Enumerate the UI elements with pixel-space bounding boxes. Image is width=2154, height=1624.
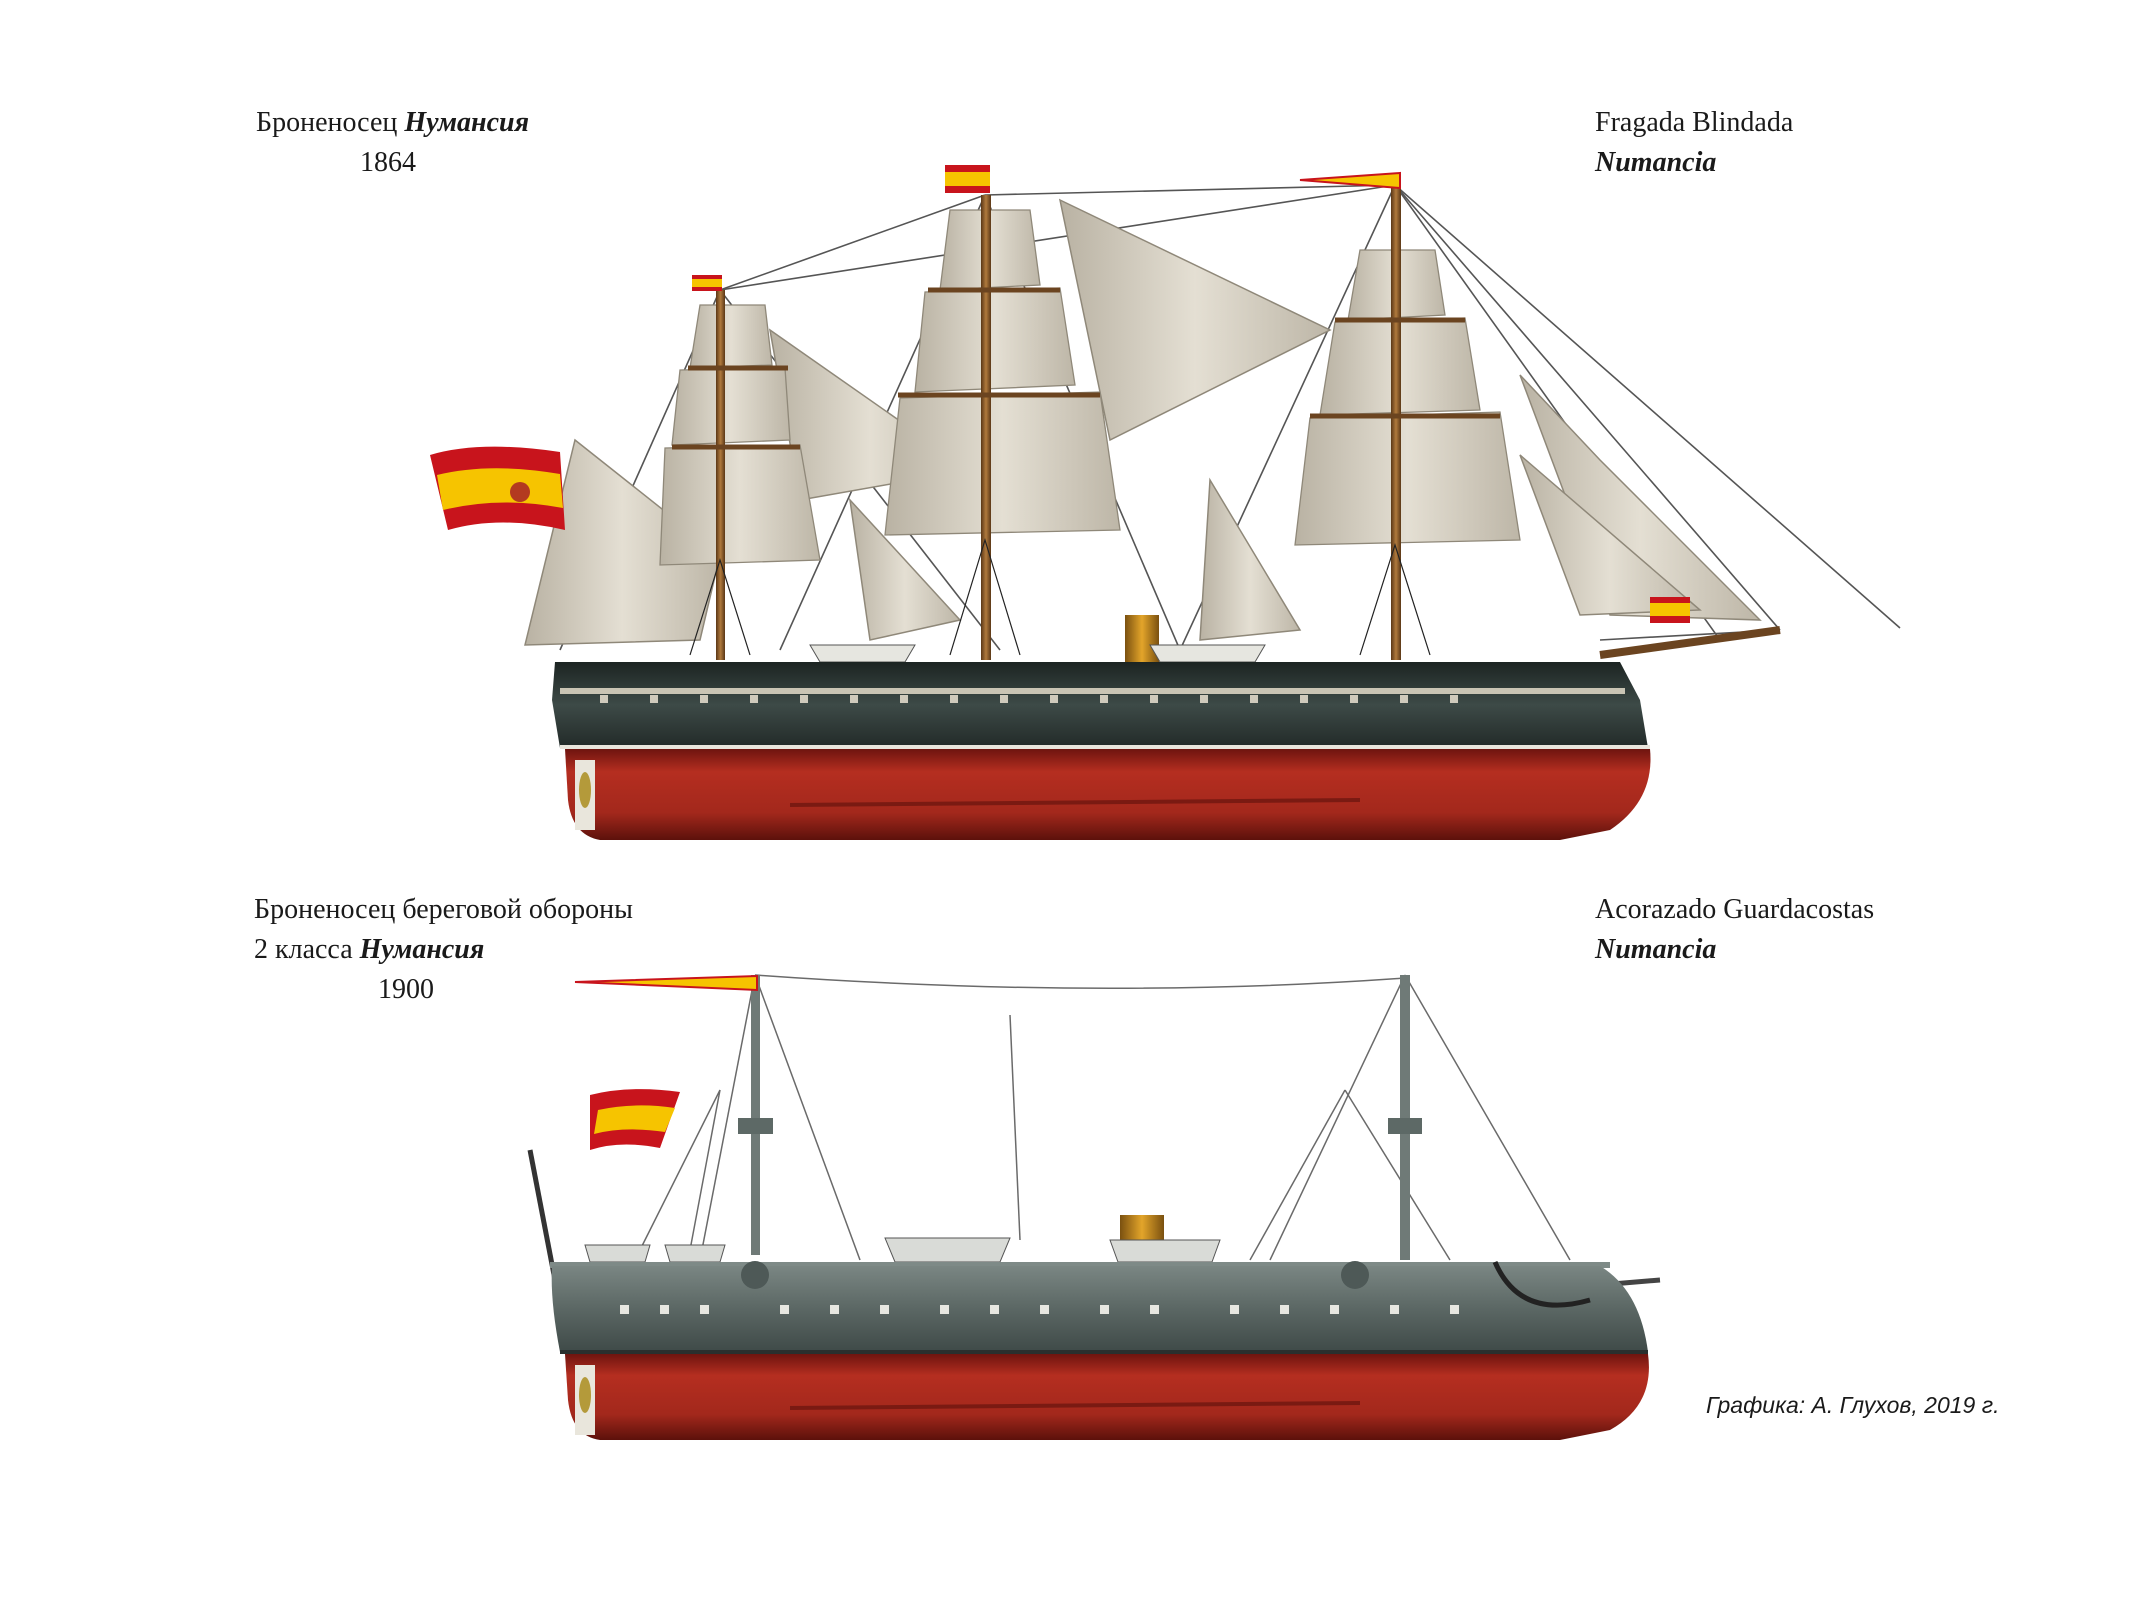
top-boat-aft	[809, 644, 916, 663]
top-ru-year: 1864	[360, 147, 416, 178]
bottom-gun-sponson-aft	[741, 1261, 769, 1289]
top-funnel	[1125, 615, 1159, 667]
bottom-fore-mast	[1400, 975, 1410, 1260]
top-mizzen-sails	[659, 304, 821, 566]
top-boat-fore	[1149, 644, 1266, 663]
top-fore-sails	[1294, 249, 1521, 546]
bottom-stern-staff	[527, 1149, 558, 1281]
top-ru-caption: Броненосец Нумансия	[256, 103, 529, 143]
bottom-main-mast	[751, 975, 760, 1255]
top-es-caption-line1: Fragada Blindada	[1595, 107, 1794, 138]
bottom-fore-fighting-top	[1388, 1118, 1422, 1134]
bottom-pennant-icon	[574, 974, 758, 992]
bottom-ru-year: 1900	[378, 974, 434, 1005]
bottom-ru-ship-name: Нумансия	[359, 934, 485, 965]
top-fore-pennant-icon	[1299, 171, 1401, 190]
top-hull-upper	[552, 662, 1648, 748]
top-masts	[672, 185, 1500, 660]
bottom-ru-caption-line2: 2 класса Нумансия	[254, 930, 484, 970]
top-ru-prefix: Броненосец	[256, 107, 398, 138]
bottom-es-name: Numancia	[1595, 934, 1717, 965]
bottom-main-fighting-top	[738, 1118, 773, 1134]
top-staysails	[768, 198, 1332, 641]
bottom-boat-2	[664, 1244, 726, 1263]
bottom-propeller-icon	[579, 1377, 591, 1413]
bottom-ship	[527, 974, 1661, 1440]
top-ensign-flag-icon	[430, 446, 565, 530]
bottom-boat-4	[1109, 1239, 1221, 1263]
bottom-rigging	[639, 974, 1571, 1261]
bottom-boat-1	[584, 1244, 651, 1263]
top-hull-stripe	[560, 688, 1625, 694]
top-ru-ship-name: Нумансия	[404, 107, 530, 138]
top-main-sails	[884, 209, 1121, 536]
bottom-hull-upper	[551, 1266, 1648, 1352]
illustration-credit: Графика: А. Глухов, 2019 г.	[1706, 1392, 2000, 1418]
top-jack-flag-icon	[1650, 597, 1690, 623]
bottom-hull-lower	[565, 1354, 1649, 1440]
top-es-ship-name: Numancia	[1595, 143, 1716, 183]
bottom-anchor-chain	[1492, 1261, 1591, 1308]
bottom-ensign-flag-icon	[590, 1089, 680, 1150]
top-ship	[430, 165, 1901, 840]
bottom-gun-sponson-fore	[1341, 1261, 1369, 1289]
top-jib-sails	[1519, 374, 1762, 621]
bottom-ru-caption-line1: Броненосец береговой обороны	[254, 894, 633, 925]
top-mizzen-flag-icon	[692, 275, 722, 291]
top-gunports	[600, 695, 1458, 703]
bottom-es-caption-line1: Acorazado Guardacostas	[1595, 894, 1875, 925]
bottom-boat-3	[884, 1237, 1011, 1263]
top-propeller-icon	[579, 772, 591, 808]
bottom-es-ship-name: Numancia	[1595, 930, 1716, 970]
bottom-portholes	[620, 1305, 1459, 1314]
bottom-ru-prefix: 2 класса	[254, 934, 353, 965]
top-es-name: Numancia	[1595, 147, 1717, 178]
top-main-flag-icon	[945, 165, 990, 193]
top-hull-lower	[565, 749, 1651, 840]
top-bowsprit	[1599, 626, 1781, 659]
